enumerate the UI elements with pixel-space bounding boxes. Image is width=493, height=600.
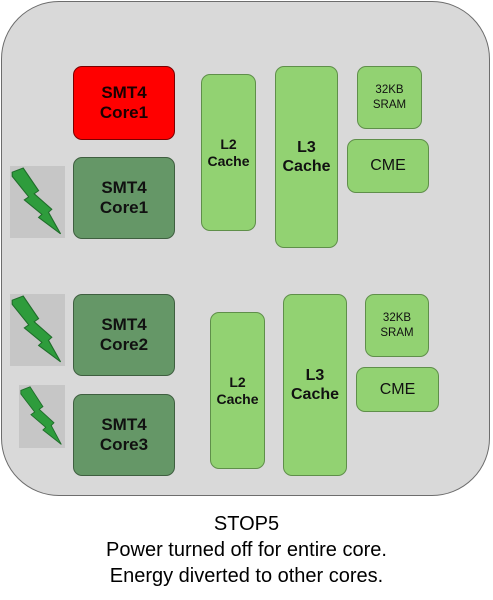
l3-cache-top: L3 Cache <box>275 66 338 248</box>
core-2: SMT4 Core2 <box>73 294 175 376</box>
core-3: SMT4 Core3 <box>73 394 175 476</box>
core-2-label: SMT4 Core2 <box>99 314 149 354</box>
l2-cache-bottom-label: L2 Cache <box>216 373 259 407</box>
core-top-label: SMT4 Core1 <box>99 82 149 122</box>
lightning-icon <box>10 166 65 238</box>
sram-bottom-label: 32KB SRAM <box>380 312 414 339</box>
lightning-icon <box>10 294 65 366</box>
lightning-icon <box>19 385 65 448</box>
l2-cache-top-label: L2 Cache <box>207 135 250 169</box>
sram-top-label: 32KB SRAM <box>372 84 407 111</box>
l3-cache-top-label: L3 Cache <box>282 138 331 175</box>
caption-state: STOP5 <box>213 513 280 535</box>
cme-top: CME <box>347 139 429 193</box>
sram-top: 32KB SRAM <box>357 66 422 129</box>
l3-cache-bottom-label: L3 Cache <box>290 366 340 403</box>
core-mid-label: SMT4 Core1 <box>99 177 149 217</box>
core-mid: SMT4 Core1 <box>73 157 175 239</box>
core-3-label: SMT4 Core3 <box>99 414 149 454</box>
chip-outline: SMT4 Core1 SMT4 Core1 L2 Cache L3 Cache … <box>1 1 490 496</box>
l2-cache-bottom: L2 Cache <box>210 312 265 469</box>
cme-bottom-label: CME <box>379 380 416 398</box>
l2-cache-top: L2 Cache <box>201 74 256 231</box>
caption-line-energy: Energy diverted to other cores. <box>109 565 384 587</box>
l3-cache-bottom: L3 Cache <box>283 294 347 476</box>
core-top-powered-off: SMT4 Core1 <box>73 66 175 140</box>
caption-line-power: Power turned off for entire core. <box>106 539 387 561</box>
sram-bottom: 32KB SRAM <box>365 294 429 357</box>
cme-bottom: CME <box>356 367 439 412</box>
cme-top-label: CME <box>370 157 406 175</box>
